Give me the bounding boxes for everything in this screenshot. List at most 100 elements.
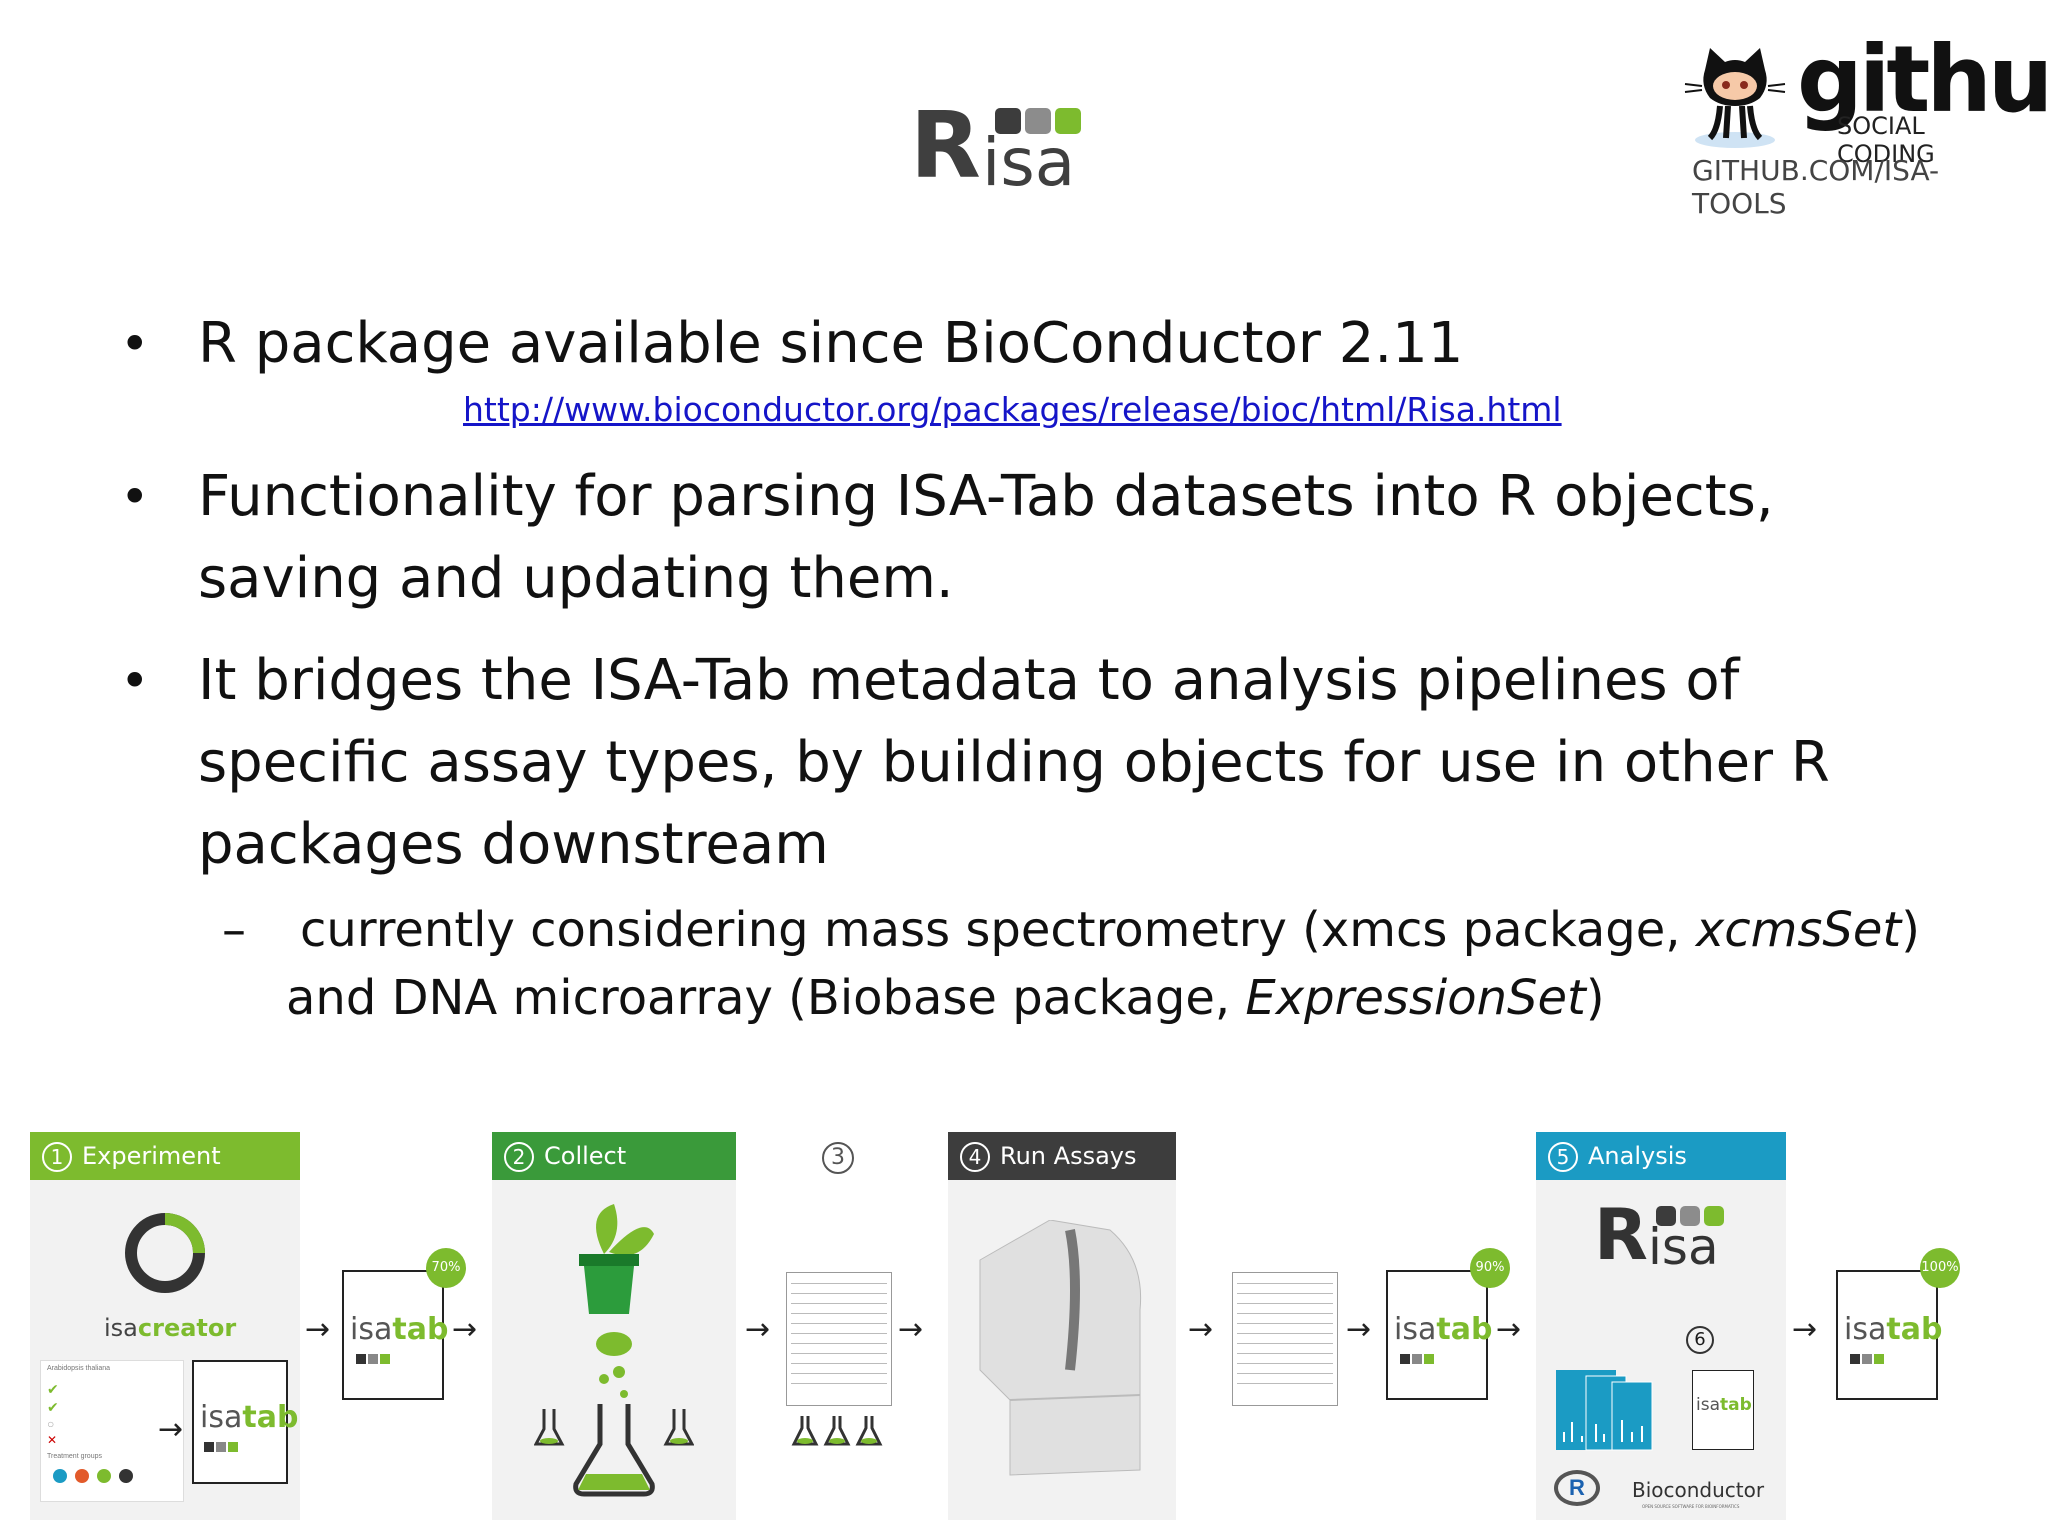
github-wordmark: github (1797, 26, 2048, 133)
isatab-doc: isatab (192, 1360, 298, 1484)
step-4-label: Run Assays (1000, 1142, 1137, 1170)
isatab-b: tab (392, 1312, 449, 1347)
arrow-icon: → (158, 1412, 184, 1447)
step-3-number: 3 (822, 1142, 854, 1174)
step-5-number: 5 (1548, 1142, 1578, 1172)
bullet-1-text: R package available since BioConductor 2… (198, 311, 1464, 376)
isatab-doc-70: isatab (342, 1270, 448, 1400)
assay-sheet (1232, 1272, 1338, 1406)
risa-square-dark (1656, 1206, 1676, 1226)
check-icon: ✔ (47, 1381, 59, 1397)
risa-square-gray (1680, 1206, 1700, 1226)
octocat-icon (1684, 48, 1786, 148)
isatab-square (228, 1442, 238, 1452)
group-dot-icon (75, 1469, 89, 1483)
flasks-icon (791, 1416, 883, 1446)
bullet-dot: • (120, 652, 150, 710)
bioconductor-link[interactable]: http://www.bioconductor.org/packages/rel… (463, 390, 1562, 429)
cross-icon: ✕ (47, 1433, 58, 1447)
risa-square-gray (1025, 108, 1051, 134)
isatab-b: tab (1720, 1395, 1752, 1415)
step-2-number: 2 (504, 1142, 534, 1172)
bullet-3-line-2: specific assay types, by building object… (198, 730, 1830, 795)
step-4-panel (948, 1180, 1176, 1520)
step-2-panel (492, 1180, 736, 1520)
isatab-label: isatab (1394, 1312, 1492, 1347)
circle-icon: ○ (47, 1417, 55, 1431)
isatab-square (204, 1442, 214, 1452)
isatab-a: isa (1394, 1312, 1437, 1347)
sub-line-1-italic: xcmsSet (1695, 902, 1902, 958)
isacreator-label-a: isa (104, 1314, 138, 1342)
bioconductor-logo: Bioconductor (1632, 1478, 1765, 1502)
check-icon: ✔ (47, 1399, 59, 1415)
bullet-3-line-3: packages downstream (198, 812, 829, 877)
progress-badge-100: 100% (1920, 1248, 1960, 1288)
github-tagline: SOCIAL CODING (1837, 112, 1935, 168)
bullet-3-line-1: It bridges the ISA-Tab metadata to analy… (198, 648, 1740, 713)
risa-square-dark (995, 108, 1021, 134)
isatab-a: isa (200, 1400, 243, 1435)
instrument-icon (979, 1220, 1142, 1476)
workflow-diagram: 1 Experiment Design isacreator Arabidops… (0, 1120, 2048, 1536)
progress-badge-70: 70% (426, 1248, 466, 1288)
bullet-2-line-1: Functionality for parsing ISA-Tab datase… (198, 464, 1774, 529)
isatab-doc-100: isatab (1836, 1270, 1942, 1400)
github-url: GITHUB.COM/ISA-TOOLS (1692, 154, 1940, 220)
isatab-label: isatab (350, 1312, 448, 1347)
sub-line-1-text: currently considering mass spectrometry … (300, 902, 1696, 958)
risa-logo-r: R (910, 92, 981, 199)
group-dot-icon (53, 1469, 67, 1483)
step-5-label: Analysis (1588, 1142, 1687, 1170)
isatab-square (1400, 1354, 1410, 1364)
step-4-number: 4 (960, 1142, 990, 1172)
isatab-square (1874, 1354, 1884, 1364)
sub-line-1-close: ) (1901, 902, 1920, 958)
sub-bullet-dash: – (222, 902, 246, 958)
step-5-header: 5 Analysis (1536, 1132, 1786, 1180)
arrow-icon: → (452, 1312, 478, 1347)
risa-logo: R isa (910, 100, 1100, 210)
bullet-2-line-2: saving and updating them. (198, 546, 954, 611)
step-1-number: 1 (42, 1142, 72, 1172)
risa-square-green (1704, 1206, 1724, 1226)
sub-line-2-close: ) (1585, 970, 1605, 1026)
isatab-a: isa (1844, 1312, 1887, 1347)
github-logo: github SOCIAL CODING GITHUB.COM/ISA-TOOL… (1680, 34, 2048, 220)
isatab-square (1850, 1354, 1860, 1364)
form-species: Arabidopsis thaliana (47, 1365, 111, 1372)
arrow-icon: → (1496, 1312, 1522, 1347)
risa-mini-r: R (1594, 1194, 1648, 1276)
isatab-square (216, 1442, 226, 1452)
sub-bullet-line-2: and DNA microarray (Biobase package, Exp… (286, 964, 1605, 1032)
sub-bullet-line-1: currently considering mass spectrometry … (300, 896, 1920, 964)
isacreator-logo-icon (125, 1213, 205, 1293)
isatab-doc-90: isatab (1386, 1270, 1492, 1400)
isatab-a: isa (350, 1312, 393, 1347)
isatab-square (368, 1354, 378, 1364)
step-1-header: 1 Experiment Design (30, 1132, 300, 1218)
isatab-b: tab (242, 1400, 299, 1435)
isatab-b: tab (1436, 1312, 1493, 1347)
isatab-doc-small: isatab (1692, 1370, 1754, 1450)
isatab-square (1424, 1354, 1434, 1364)
isatab-square (1412, 1354, 1422, 1364)
progress-badge-90: 90% (1470, 1248, 1510, 1288)
isatab-square (1862, 1354, 1872, 1364)
isatab-label: isatab (200, 1400, 298, 1435)
step-1-panel: isacreator Arabidopsis thaliana ✔ ✔ ○ ✕ … (30, 1180, 300, 1520)
r-logo-icon: R (1554, 1470, 1600, 1506)
plant-sample-icon (534, 1204, 694, 1497)
bullet-dot: • (120, 315, 150, 373)
arrow-icon: → (305, 1312, 331, 1347)
isacreator-form: Arabidopsis thaliana ✔ ✔ ○ ✕ Treatment g… (40, 1360, 184, 1502)
step-4-header: 4 Run Assays (948, 1132, 1176, 1180)
risa-logo-isa: isa (982, 124, 1076, 201)
isatab-b: tab (1886, 1312, 1943, 1347)
group-dot-icon (119, 1469, 133, 1483)
sub-line-2-text: and DNA microarray (Biobase package, (286, 970, 1246, 1026)
group-dot-icon (97, 1469, 111, 1483)
arrow-icon: → (898, 1312, 924, 1347)
isatab-square (356, 1354, 366, 1364)
arrow-icon: → (1346, 1312, 1372, 1347)
